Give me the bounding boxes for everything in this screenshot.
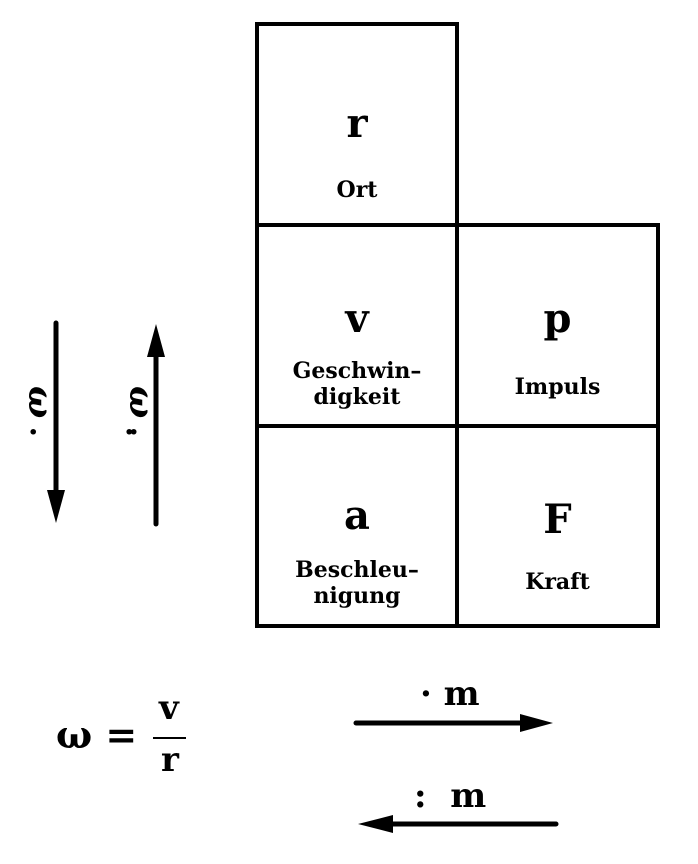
double-dot: ·· bbox=[124, 415, 139, 450]
label-kraft: Kraft bbox=[525, 569, 590, 595]
symbol-a: a bbox=[344, 492, 370, 539]
multiply-mass-label: · m bbox=[420, 674, 480, 714]
symbol-v: v bbox=[345, 295, 369, 342]
label-beschleunigung-1: Beschleu– bbox=[295, 557, 419, 583]
symbol-r: r bbox=[346, 100, 368, 147]
omega-symbol-up: ω bbox=[121, 385, 162, 419]
label-geschwindigkeit-2: digkeit bbox=[313, 384, 401, 410]
symbol-p: p bbox=[543, 295, 572, 342]
arrow-right bbox=[353, 714, 553, 732]
cell-acceleration: a Beschleu– nigung bbox=[255, 424, 459, 628]
formula-lhs: ω = bbox=[56, 712, 138, 757]
label-impuls: Impuls bbox=[514, 374, 601, 400]
omega-symbol-down: ω bbox=[20, 385, 61, 419]
label-ort: Ort bbox=[336, 177, 378, 203]
arrow-up bbox=[147, 324, 165, 527]
cell-position: r Ort bbox=[255, 22, 459, 227]
divide-mass-label: : m bbox=[414, 776, 487, 816]
symbol-F: F bbox=[543, 496, 572, 543]
arrow-left bbox=[358, 815, 559, 833]
formula-numerator: v bbox=[159, 688, 179, 728]
label-geschwindigkeit-1: Geschwin– bbox=[292, 358, 422, 384]
label-beschleunigung-2: nigung bbox=[313, 583, 401, 609]
arrow-down bbox=[47, 320, 65, 523]
cell-force: F Kraft bbox=[455, 424, 660, 628]
formula-denominator: r bbox=[161, 740, 179, 780]
single-dot: · bbox=[28, 415, 39, 450]
cell-momentum: p Impuls bbox=[455, 223, 660, 428]
